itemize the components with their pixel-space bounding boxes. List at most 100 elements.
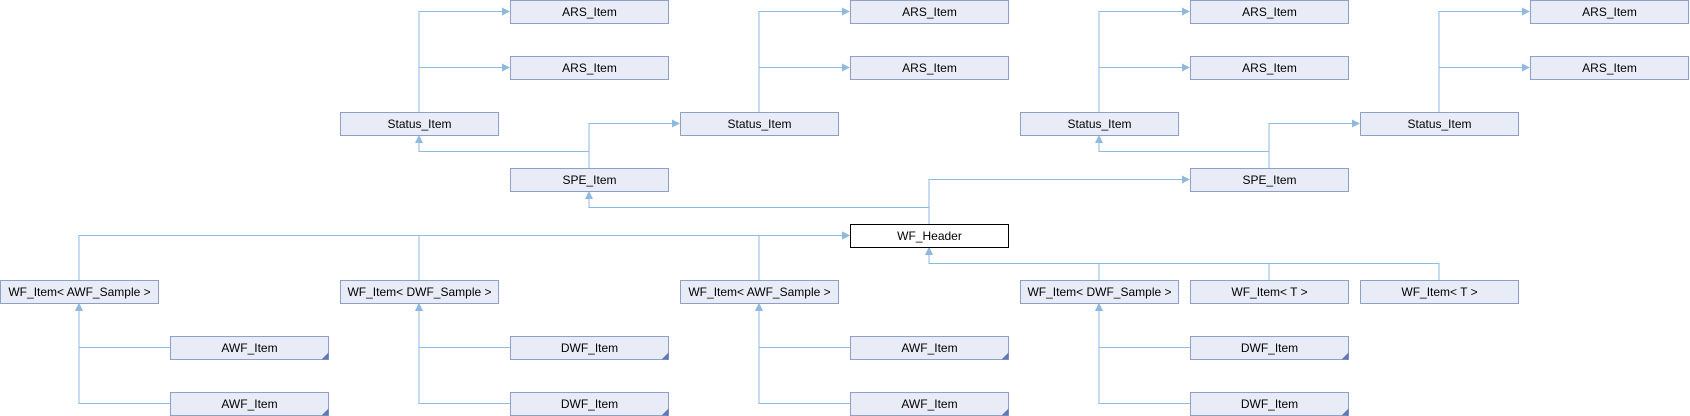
- class-node-dwf3[interactable]: DWF_Item: [1190, 336, 1349, 360]
- edge-line: [758, 305, 850, 348]
- inheritance-edge: [758, 231, 850, 280]
- class-label: SPE_Item: [1242, 173, 1296, 187]
- class-box: [1190, 56, 1349, 80]
- class-node-wfi1[interactable]: WF_Item< AWF_Sample >: [0, 280, 159, 304]
- class-box: [510, 0, 669, 24]
- class-label: AWF_Item: [901, 397, 957, 411]
- class-box: [170, 336, 329, 360]
- inheritance-edge: [758, 63, 850, 112]
- edge-line: [418, 305, 510, 404]
- inheritance-edge: [1438, 63, 1530, 112]
- class-node-ars8[interactable]: ARS_Item: [1530, 56, 1689, 80]
- inheritance-edge: [755, 303, 850, 404]
- arrowhead-icon: [842, 231, 850, 240]
- class-node-st1[interactable]: Status_Item: [340, 112, 499, 136]
- class-node-awf1[interactable]: AWF_Item: [170, 336, 329, 360]
- class-label: Status_Item: [387, 117, 451, 131]
- edge-line: [1098, 11, 1188, 112]
- class-node-wfi2[interactable]: WF_Item< DWF_Sample >: [340, 280, 499, 304]
- class-node-wfi3[interactable]: WF_Item< AWF_Sample >: [680, 280, 839, 304]
- class-box: [510, 56, 669, 80]
- class-box: [1530, 56, 1689, 80]
- arrowhead-icon: [415, 135, 423, 143]
- class-label: DWF_Item: [1241, 397, 1298, 411]
- inheritance-edge: [418, 7, 510, 112]
- class-box: [1190, 0, 1349, 24]
- inheritance-edge: [75, 303, 170, 348]
- arrowhead-icon: [415, 303, 423, 311]
- inheritance-edge: [1268, 119, 1360, 168]
- arrowhead-icon: [672, 119, 680, 128]
- arrowhead-icon: [1182, 175, 1190, 184]
- inheritance-edge: [418, 63, 510, 112]
- inheritance-edge: [1098, 7, 1190, 112]
- inheritance-edge: [758, 7, 850, 112]
- inheritance-edge: [1095, 135, 1270, 168]
- class-node-ars7[interactable]: ARS_Item: [1530, 0, 1689, 24]
- class-box: [680, 280, 839, 304]
- class-box: [850, 224, 1009, 248]
- class-node-ars4[interactable]: ARS_Item: [850, 56, 1009, 80]
- class-node-ars1[interactable]: ARS_Item: [510, 0, 669, 24]
- class-node-st4[interactable]: Status_Item: [1360, 112, 1519, 136]
- arrowhead-icon: [585, 191, 593, 199]
- class-label: ARS_Item: [562, 61, 617, 75]
- inheritance-edge: [1095, 303, 1190, 404]
- inheritance-edge: [75, 303, 170, 404]
- class-node-wfi5[interactable]: WF_Item< T >: [1190, 280, 1349, 304]
- edge-line: [758, 11, 848, 112]
- arrowhead-icon: [1352, 119, 1360, 128]
- class-label: ARS_Item: [562, 5, 617, 19]
- class-label: WF_Item< T >: [1231, 285, 1307, 299]
- class-label: AWF_Item: [901, 341, 957, 355]
- edge-line: [928, 179, 1188, 224]
- class-label: DWF_Item: [561, 341, 618, 355]
- arrowhead-icon: [1095, 135, 1103, 143]
- class-label: WF_Item< DWF_Sample >: [347, 285, 491, 299]
- arrowhead-icon: [842, 63, 850, 72]
- class-box: [680, 112, 839, 136]
- class-box: [1360, 112, 1519, 136]
- inheritance-edge: [755, 303, 850, 348]
- class-label: DWF_Item: [561, 397, 618, 411]
- class-node-dwf4[interactable]: DWF_Item: [1190, 392, 1349, 416]
- class-node-wfh[interactable]: WF_Header: [850, 224, 1009, 248]
- class-box: [510, 168, 669, 192]
- arrowhead-icon: [1182, 7, 1190, 16]
- class-node-ars6[interactable]: ARS_Item: [1190, 56, 1349, 80]
- edge-line: [1268, 123, 1358, 168]
- class-node-ars2[interactable]: ARS_Item: [510, 56, 669, 80]
- class-node-awf3[interactable]: AWF_Item: [850, 336, 1009, 360]
- class-label: WF_Item< AWF_Sample >: [8, 285, 150, 299]
- inheritance-edge: [418, 231, 850, 280]
- edge-line: [758, 305, 850, 404]
- truncated-corner-icon: [661, 408, 669, 416]
- truncated-corner-icon: [1341, 352, 1349, 360]
- arrowhead-icon: [925, 247, 933, 255]
- class-box: [510, 336, 669, 360]
- arrowhead-icon: [755, 303, 763, 311]
- class-node-ars3[interactable]: ARS_Item: [850, 0, 1009, 24]
- arrowhead-icon: [1522, 7, 1530, 16]
- class-node-dwf1[interactable]: DWF_Item: [510, 336, 669, 360]
- edge-line: [928, 249, 1440, 280]
- edge-line: [1438, 67, 1528, 112]
- class-node-st3[interactable]: Status_Item: [1020, 112, 1179, 136]
- class-node-ars5[interactable]: ARS_Item: [1190, 0, 1349, 24]
- class-node-wfi4[interactable]: WF_Item< DWF_Sample >: [1020, 280, 1179, 304]
- class-node-wfi6[interactable]: WF_Item< T >: [1360, 280, 1519, 304]
- class-node-awf4[interactable]: AWF_Item: [850, 392, 1009, 416]
- arrowhead-icon: [75, 303, 83, 311]
- class-node-st2[interactable]: Status_Item: [680, 112, 839, 136]
- class-node-dwf2[interactable]: DWF_Item: [510, 392, 669, 416]
- class-label: SPE_Item: [562, 173, 616, 187]
- inheritance-edge: [585, 191, 930, 224]
- class-node-spe2[interactable]: SPE_Item: [1190, 168, 1349, 192]
- inheritance-edge: [588, 119, 680, 168]
- class-node-awf2[interactable]: AWF_Item: [170, 392, 329, 416]
- class-node-spe1[interactable]: SPE_Item: [510, 168, 669, 192]
- edge-line: [418, 11, 508, 112]
- class-label: ARS_Item: [902, 61, 957, 75]
